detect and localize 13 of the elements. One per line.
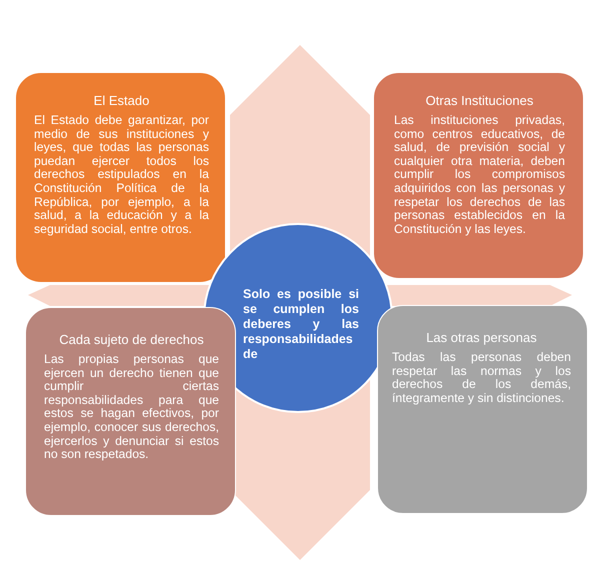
card-body: Las propias personas que ejercen un derecho tienen que cumplir ciertas responsabilidades para que estos se hagan efectivos, por ejemplo, conocer sus derechos, ejercerlos y denunciar si estos no son respetados. [44,353,219,462]
card-body: El Estado debe garantizar, por medio de sus instituciones y leyes, que todas las personas puedan ejercer todos los derechos estipulados en la Constitución Política de la República, por ejemplo, a la salud, a la educación y a la seguridad social, entre otros. [34,114,209,236]
circle-text: Solo es posible si se cumplen los deberes y las responsabilidades de [243,287,359,362]
card-body: Todas las personas deben respetar las normas y los derechos de los demás, íntegramente y sin distinciones. [392,351,571,406]
card-heading: Cada sujeto de derechos [58,332,205,347]
card-heading: Las otras personas [425,330,538,345]
info-card [373,72,584,279]
info-card [15,72,226,283]
card-heading: Otras Instituciones [424,93,534,108]
info-card [25,307,236,516]
info-card [377,305,588,514]
card-body: Las instituciones privadas, como centros educativos, de salud, de previsión social y cualquier otra materia, deben cumplir los compromisos adquiridos con las personas y respetar los derechos de las personas establecidos en la Constitución y las leyes. [394,114,565,236]
card-heading: El Estado [92,93,150,108]
